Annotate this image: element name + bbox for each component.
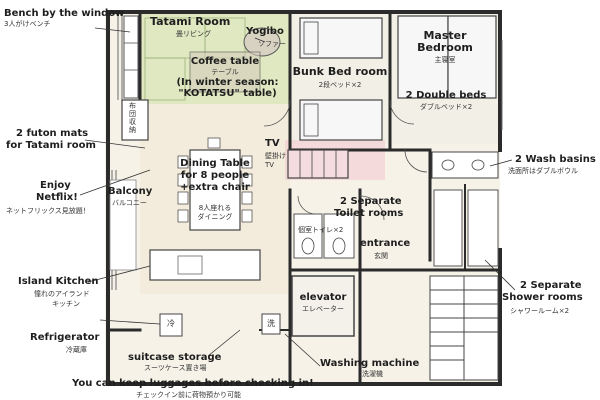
luggage-note: You can keep luggages before checking in…	[72, 378, 314, 389]
island-kitchen-label: Island Kitchen	[18, 276, 99, 287]
wash-basin-icon	[471, 159, 485, 171]
island-kitchen-label-jp-2: キッチン	[52, 300, 80, 308]
toilet-rooms-label-jp: 個室トイレ×2	[298, 226, 344, 234]
yogibo-label-jp: ソファー	[258, 40, 286, 48]
washing-machine-mark: 洗	[267, 319, 275, 328]
toilet-bowl-icon	[332, 237, 346, 255]
tv-label-jp-1: 壁掛け	[265, 152, 286, 160]
toilet-bowl-icon	[301, 237, 315, 255]
bunk-bed-pillow	[303, 103, 319, 137]
bench-furniture	[123, 15, 139, 99]
washing-machine-label: Washing machine	[320, 358, 420, 369]
washing-machine-label-jp: 洗濯機	[362, 370, 383, 378]
kotatsu-label: "KOTATSU" table)	[178, 88, 277, 99]
coffee-table-furniture	[189, 51, 261, 93]
suitcase-storage-label-jp: スーツケース置き場	[144, 364, 207, 372]
dining-table-furniture	[189, 149, 241, 231]
dining-table-label-3: +extra chair	[180, 182, 250, 193]
shower-room-1	[433, 189, 463, 267]
tv-cabinet-dividers	[299, 150, 337, 178]
dining-table-label-jp-1: 8人座れる	[198, 204, 232, 212]
shower-room-2	[467, 189, 499, 267]
wash-basin-counter	[431, 151, 499, 179]
dining-table-label-1: Dining Table	[180, 158, 250, 169]
tv-label-jp-2: TV	[265, 161, 275, 169]
bunk-bed-room-label-jp: 2段ベッド×2	[318, 81, 362, 89]
bunk-bed-room-label: Bunk Bed room	[292, 65, 388, 78]
leader-lines	[79, 27, 516, 367]
entrance-label: entrance	[360, 238, 411, 249]
shower-rooms-label-jp: シャワールーム×2	[510, 307, 570, 315]
netflix-label-jp: ネットフリックス見放題！	[6, 207, 90, 215]
balcony-area	[109, 179, 137, 271]
island-kitchen-label-jp-1: 憧れのアイランド	[34, 290, 90, 298]
master-bedroom-label-jp: 主寝室	[434, 56, 456, 64]
shower-rooms-label-2: Shower rooms	[502, 292, 583, 303]
yogibo-label: Yogibo	[246, 26, 284, 37]
island-kitchen-counter	[149, 249, 261, 281]
bunk-bed-top	[299, 17, 383, 59]
elevator-label: elevator	[299, 292, 347, 303]
kitchen-sink	[177, 255, 203, 275]
double-bed-2	[447, 15, 497, 99]
refrigerator-box	[159, 313, 183, 337]
bench-label-jp: 3人がけベンチ	[4, 20, 51, 28]
wash-basins-label: 2 Wash basins	[515, 154, 596, 165]
double-beds-label: 2 Double beds	[405, 90, 487, 101]
refrigerator-label-jp: 冷蔵庫	[66, 346, 87, 354]
master-bedroom-label-2: Bedroom	[417, 41, 473, 54]
coffee-table-label-jp: テーブル	[211, 68, 239, 76]
master-bedroom-label-1: Master	[423, 29, 467, 42]
stairs	[429, 275, 499, 381]
tatami-room-label: Tatami Room	[150, 15, 231, 28]
netflix-label-2: Netflix!	[36, 192, 78, 203]
coffee-table-label: Coffee table	[190, 56, 260, 67]
dining-table-label-2: for 8 people	[180, 170, 250, 181]
netflix-label-1: Enjoy	[40, 180, 71, 191]
shower-rooms-label-1: 2 Separate	[520, 280, 582, 291]
bunk-bed-bottom	[299, 99, 383, 141]
bench-label: Bench by the window	[4, 8, 125, 19]
tatami-room-label-jp: 畳リビング	[176, 30, 211, 38]
refrigerator-mark: 冷	[167, 319, 175, 328]
winter-season-label: (In winter season:	[176, 77, 279, 88]
wash-basin-icon	[441, 159, 455, 171]
futon-storage-label-jp: 布団収納	[129, 102, 136, 134]
dining-chairs	[177, 137, 253, 223]
elevator-label-jp: エレベーター	[302, 305, 344, 313]
futon-mats-label-1: 2 futon mats	[16, 128, 89, 139]
elevator-shaft	[291, 275, 355, 337]
bunk-bed-pillow	[303, 21, 319, 55]
suitcase-storage-label: suitcase storage	[128, 352, 222, 363]
futon-storage-closet	[121, 99, 149, 141]
toilet-rooms-label-2: Toilet rooms	[334, 208, 404, 219]
luggage-note-jp: チェックイン前に荷物預かり可能	[136, 391, 241, 399]
balcony-label-jp: バルコニー	[112, 199, 147, 207]
door-swings	[263, 99, 428, 221]
entrance-label-jp: 玄関	[374, 252, 388, 260]
balcony-label: Balcony	[108, 186, 153, 197]
dining-table-label-jp-2: ダイニング	[197, 213, 233, 221]
tv-cabinet	[287, 149, 349, 179]
double-beds-label-jp: ダブルベッド×2	[419, 103, 473, 111]
toilet-rooms-label-1: 2 Separate	[340, 196, 402, 207]
washing-machine-box	[261, 313, 281, 335]
wash-basins-label-jp: 洗面所はダブルボウル	[508, 167, 578, 175]
double-bed-1	[397, 15, 449, 99]
refrigerator-label: Refrigerator	[30, 332, 100, 343]
futon-mats-label-2: for Tatami room	[6, 140, 96, 151]
yogibo-sofa	[243, 27, 281, 57]
tv-label: TV	[265, 138, 280, 149]
